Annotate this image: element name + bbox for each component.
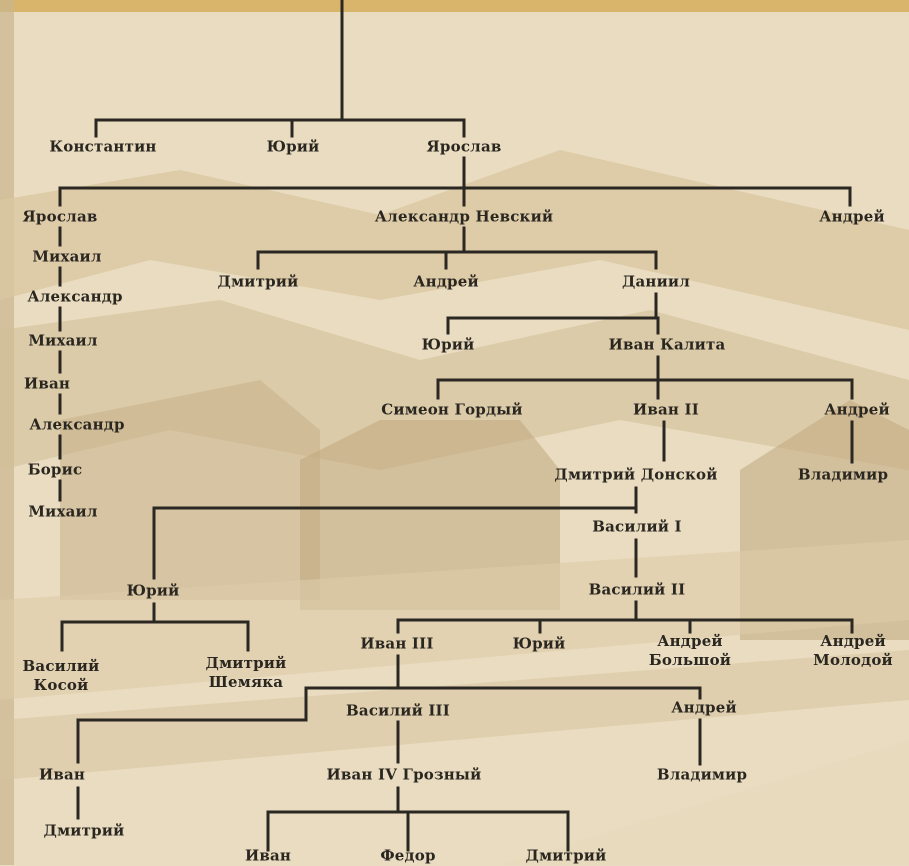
person-ivan-kalita: Иван Калита xyxy=(608,335,726,354)
person-yuri-dmitrievich: Юрий xyxy=(126,581,180,600)
connector-kalita xyxy=(436,355,854,400)
house-shape-1 xyxy=(60,380,320,600)
connector-yuri-galich xyxy=(60,602,250,652)
person-vasily-ii: Василий II xyxy=(588,580,686,599)
ground-band-2 xyxy=(0,650,909,780)
person-boris: Борис xyxy=(27,460,83,479)
person-yuri-vasilievich: Юрий xyxy=(512,634,566,653)
person-dmitry-shemyaka: Дмитрий Шемяка xyxy=(205,654,287,691)
person-yaroslav-tverskoy: Ярослав xyxy=(22,207,98,226)
connector-vasily2 xyxy=(396,600,854,634)
person-vasily-kosoy: Василий Косой xyxy=(22,657,100,694)
person-aleksandr-2: Александр xyxy=(29,415,125,434)
person-vasily-i: Василий I xyxy=(592,517,682,536)
person-yuri-danilovich: Юрий xyxy=(421,335,475,354)
person-fedor: Федор xyxy=(380,846,436,865)
person-dmitry-aleksandrovich: Дмитрий xyxy=(217,272,299,291)
person-ivan-ii: Иван II xyxy=(633,400,699,419)
person-dmitry-uglichsky: Дмитрий xyxy=(525,846,607,865)
person-yuri-vsevolodovich: Юрий xyxy=(266,137,320,156)
person-andrei-yaroslavich: Андрей xyxy=(819,207,885,226)
person-yaroslav-vsevolodovich: Ярослав xyxy=(426,137,502,156)
person-ivan-tver: Иван xyxy=(23,374,71,393)
connector-ivan3 xyxy=(76,654,702,764)
hill-shape-1 xyxy=(0,150,909,330)
connector-nevsky xyxy=(256,226,658,270)
person-mikhail-1: Михаил xyxy=(32,247,102,266)
person-vladimir-andreevich: Владимир xyxy=(797,465,889,484)
person-simeon-gordy: Симеон Гордый xyxy=(381,400,523,419)
person-aleksandr-nevsky: Александр Невский xyxy=(374,207,554,226)
person-ivan-iii: Иван III xyxy=(360,634,434,653)
person-ivan-ivanovich: Иван xyxy=(244,846,292,865)
person-dmitry-ivanovich: Дмитрий xyxy=(43,821,125,840)
person-ivan-molodoy: Иван xyxy=(38,765,86,784)
person-andrei-bolshoy: Андрей Большой xyxy=(648,632,732,669)
person-andrei-molodoy: Андрей Молодой xyxy=(813,632,893,669)
person-vladimir-staritsky: Владимир xyxy=(656,765,748,784)
top-gold-band xyxy=(0,0,909,12)
person-daniil: Даниил xyxy=(621,272,691,291)
person-aleksandr-1: Александр xyxy=(27,287,123,306)
person-andrei-aleksandrovich: Андрей xyxy=(413,272,479,291)
connector-donskoy xyxy=(152,486,638,580)
person-dmitry-donskoy: Дмитрий Донской xyxy=(554,465,718,484)
connector-root xyxy=(94,0,466,138)
connector-yaroslav xyxy=(58,156,852,207)
person-konstantin: Константин xyxy=(49,137,157,156)
road-shape xyxy=(500,740,909,865)
connector-daniil xyxy=(446,292,660,335)
person-vasily-iii: Василий III xyxy=(346,701,450,720)
connector-grozny xyxy=(266,786,570,852)
person-andrei-ivanovich-staritsky: Андрей xyxy=(671,698,737,717)
person-andrei-ivanovich: Андрей xyxy=(824,400,890,419)
person-mikhail-3: Михаил xyxy=(28,502,98,521)
house-shape-2 xyxy=(300,420,560,610)
person-ivan-iv-grozny: Иван IV Грозный xyxy=(326,765,482,784)
person-mikhail-2: Михаил xyxy=(28,331,98,350)
